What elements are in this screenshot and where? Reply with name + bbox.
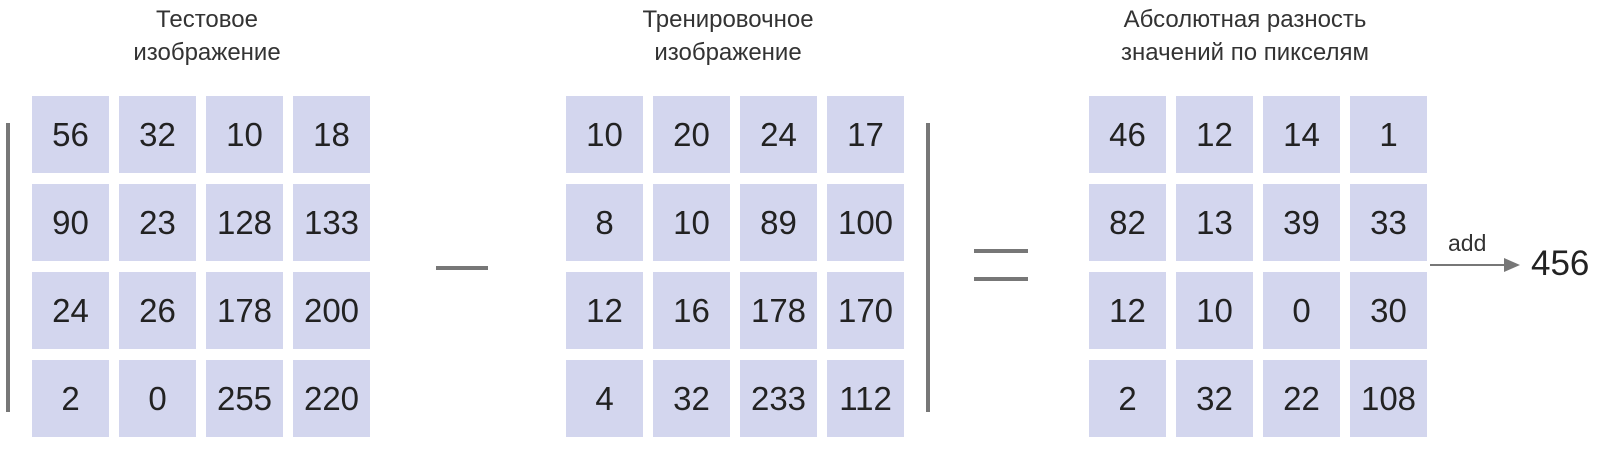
- train-image-title: Тренировочное изображение: [575, 3, 881, 69]
- matrix-cell: 10: [1176, 272, 1253, 349]
- difference-title-line2: значений по пикселям: [1121, 39, 1369, 66]
- matrix-cell: 32: [1176, 360, 1253, 437]
- matrix-cell: 26: [119, 272, 196, 349]
- test-image-title-line2: изображение: [133, 39, 281, 66]
- matrix-cell: 1: [1350, 96, 1427, 173]
- matrix-cell: 108: [1350, 360, 1427, 437]
- matrix-cell: 10: [653, 184, 730, 261]
- abs-bar-left: [6, 123, 10, 412]
- matrix-cell: 33: [1350, 184, 1427, 261]
- matrix-cell: 13: [1176, 184, 1253, 261]
- matrix-cell: 18: [293, 96, 370, 173]
- matrix-cell: 32: [653, 360, 730, 437]
- matrix-cell: 23: [119, 184, 196, 261]
- matrix-cell: 2: [32, 360, 109, 437]
- matrix-cell: 89: [740, 184, 817, 261]
- matrix-cell: 12: [1089, 272, 1166, 349]
- minus-sign: [436, 266, 488, 270]
- matrix-cell: 178: [206, 272, 283, 349]
- matrix-cell: 8: [566, 184, 643, 261]
- add-label: add: [1448, 230, 1487, 256]
- matrix-cell: 24: [740, 96, 817, 173]
- matrix-cell: 233: [740, 360, 817, 437]
- matrix-cell: 4: [566, 360, 643, 437]
- matrix-cell: 12: [566, 272, 643, 349]
- matrix-cell: 2: [1089, 360, 1166, 437]
- train-image-title-line2: изображение: [654, 39, 802, 66]
- matrix-cell: 32: [119, 96, 196, 173]
- difference-matrix: 46 12 14 1 82 13 39 33 12 10 0 30 2 32 2…: [1089, 96, 1427, 437]
- difference-title-line1: Абсолютная разность: [1123, 6, 1367, 33]
- matrix-cell: 39: [1263, 184, 1340, 261]
- matrix-cell: 10: [566, 96, 643, 173]
- matrix-cell: 46: [1089, 96, 1166, 173]
- matrix-cell: 20: [653, 96, 730, 173]
- matrix-cell: 112: [827, 360, 904, 437]
- equals-sign-bottom: [974, 277, 1028, 281]
- matrix-cell: 24: [32, 272, 109, 349]
- test-image-matrix: 56 32 10 18 90 23 128 133 24 26 178 200 …: [32, 96, 370, 437]
- train-image-matrix: 10 20 24 17 8 10 89 100 12 16 178 170 4 …: [566, 96, 904, 437]
- matrix-cell: 16: [653, 272, 730, 349]
- matrix-cell: 200: [293, 272, 370, 349]
- arrow-right-icon: [1430, 258, 1520, 272]
- matrix-cell: 30: [1350, 272, 1427, 349]
- test-image-title-line1: Тестовое: [156, 6, 258, 33]
- matrix-cell: 220: [293, 360, 370, 437]
- train-image-title-line1: Тренировочное: [642, 6, 814, 33]
- matrix-cell: 82: [1089, 184, 1166, 261]
- matrix-cell: 255: [206, 360, 283, 437]
- matrix-cell: 0: [119, 360, 196, 437]
- sum-result: 456: [1531, 244, 1590, 283]
- matrix-cell: 12: [1176, 96, 1253, 173]
- test-image-title: Тестовое изображение: [54, 3, 360, 69]
- matrix-cell: 178: [740, 272, 817, 349]
- matrix-cell: 170: [827, 272, 904, 349]
- matrix-cell: 100: [827, 184, 904, 261]
- matrix-cell: 10: [206, 96, 283, 173]
- matrix-cell: 17: [827, 96, 904, 173]
- matrix-cell: 22: [1263, 360, 1340, 437]
- abs-bar-right: [926, 123, 930, 412]
- matrix-cell: 14: [1263, 96, 1340, 173]
- difference-title: Абсолютная разность значений по пикселям: [1065, 3, 1425, 69]
- matrix-cell: 128: [206, 184, 283, 261]
- matrix-cell: 0: [1263, 272, 1340, 349]
- matrix-cell: 90: [32, 184, 109, 261]
- matrix-cell: 56: [32, 96, 109, 173]
- matrix-cell: 133: [293, 184, 370, 261]
- equals-sign-top: [974, 249, 1028, 253]
